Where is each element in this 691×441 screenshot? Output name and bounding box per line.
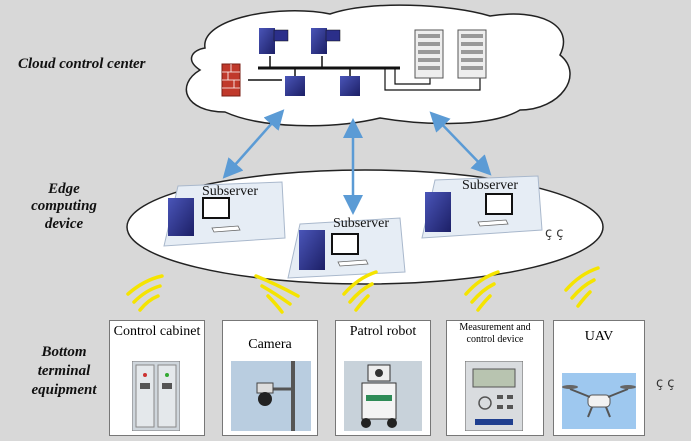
server-rack-icon-2	[457, 29, 487, 79]
monitor-icon	[485, 193, 513, 215]
device-label: Patrol robot	[349, 324, 417, 339]
wireless-signal-icon-2	[254, 274, 300, 314]
cloud-switch-icon-1	[285, 76, 305, 96]
cloud-shape	[185, 4, 571, 127]
device-label: Control cabinet	[113, 324, 201, 339]
wireless-signal-icon-3	[342, 270, 378, 312]
firewall-icon	[221, 63, 241, 97]
wireless-signal-icon-5	[564, 266, 600, 308]
subserver-card-1	[163, 181, 286, 247]
wireless-signal-icon-4	[464, 270, 500, 312]
monitor-icon	[331, 233, 359, 255]
device-card-patrol-robot: Patrol robot	[335, 320, 431, 436]
device-card-camera: Camera	[222, 320, 318, 436]
layer-label-edge: Edge computing device	[31, 181, 97, 232]
layer-label-cloud: Cloud control center	[18, 56, 146, 72]
arrow-cloud-sub3	[429, 111, 492, 176]
patrol-robot-icon	[344, 361, 422, 431]
subserver-label-1: Subserver	[202, 184, 258, 199]
measurement-device-icon	[465, 361, 523, 431]
subserver-tower-icon	[168, 198, 194, 236]
cloud-server-icon-1	[259, 28, 289, 54]
monitor-icon	[202, 197, 230, 219]
arrow-cloud-sub1	[222, 109, 285, 179]
uav-drone-icon	[562, 373, 636, 429]
device-card-measurement: Measurement and control device	[446, 320, 544, 436]
subserver-tower-icon	[425, 192, 451, 232]
wireless-signal-icon-1	[126, 274, 164, 312]
ellipsis-edge: ç ç	[545, 226, 564, 241]
device-label: Camera	[248, 337, 292, 352]
subserver-card-3	[421, 175, 543, 239]
server-rack-icon-1	[414, 29, 444, 79]
device-card-control-cabinet: Control cabinet	[109, 320, 205, 436]
device-card-uav: UAV	[553, 320, 645, 436]
cloud-server-icon-2	[311, 28, 341, 54]
subserver-label-2: Subserver	[333, 216, 389, 231]
control-cabinet-icon	[132, 361, 180, 431]
subserver-card-2	[287, 217, 406, 279]
ellipsis-bottom: ç ç	[656, 376, 675, 391]
layer-label-bottom: Bottom terminal equipment	[31, 344, 97, 398]
device-label: UAV	[584, 329, 614, 344]
subserver-tower-icon	[299, 230, 325, 270]
device-label: Measurement and control device	[459, 322, 531, 345]
subserver-label-3: Subserver	[462, 178, 518, 193]
camera-icon	[231, 361, 311, 431]
cloud-switch-icon-2	[340, 76, 360, 96]
